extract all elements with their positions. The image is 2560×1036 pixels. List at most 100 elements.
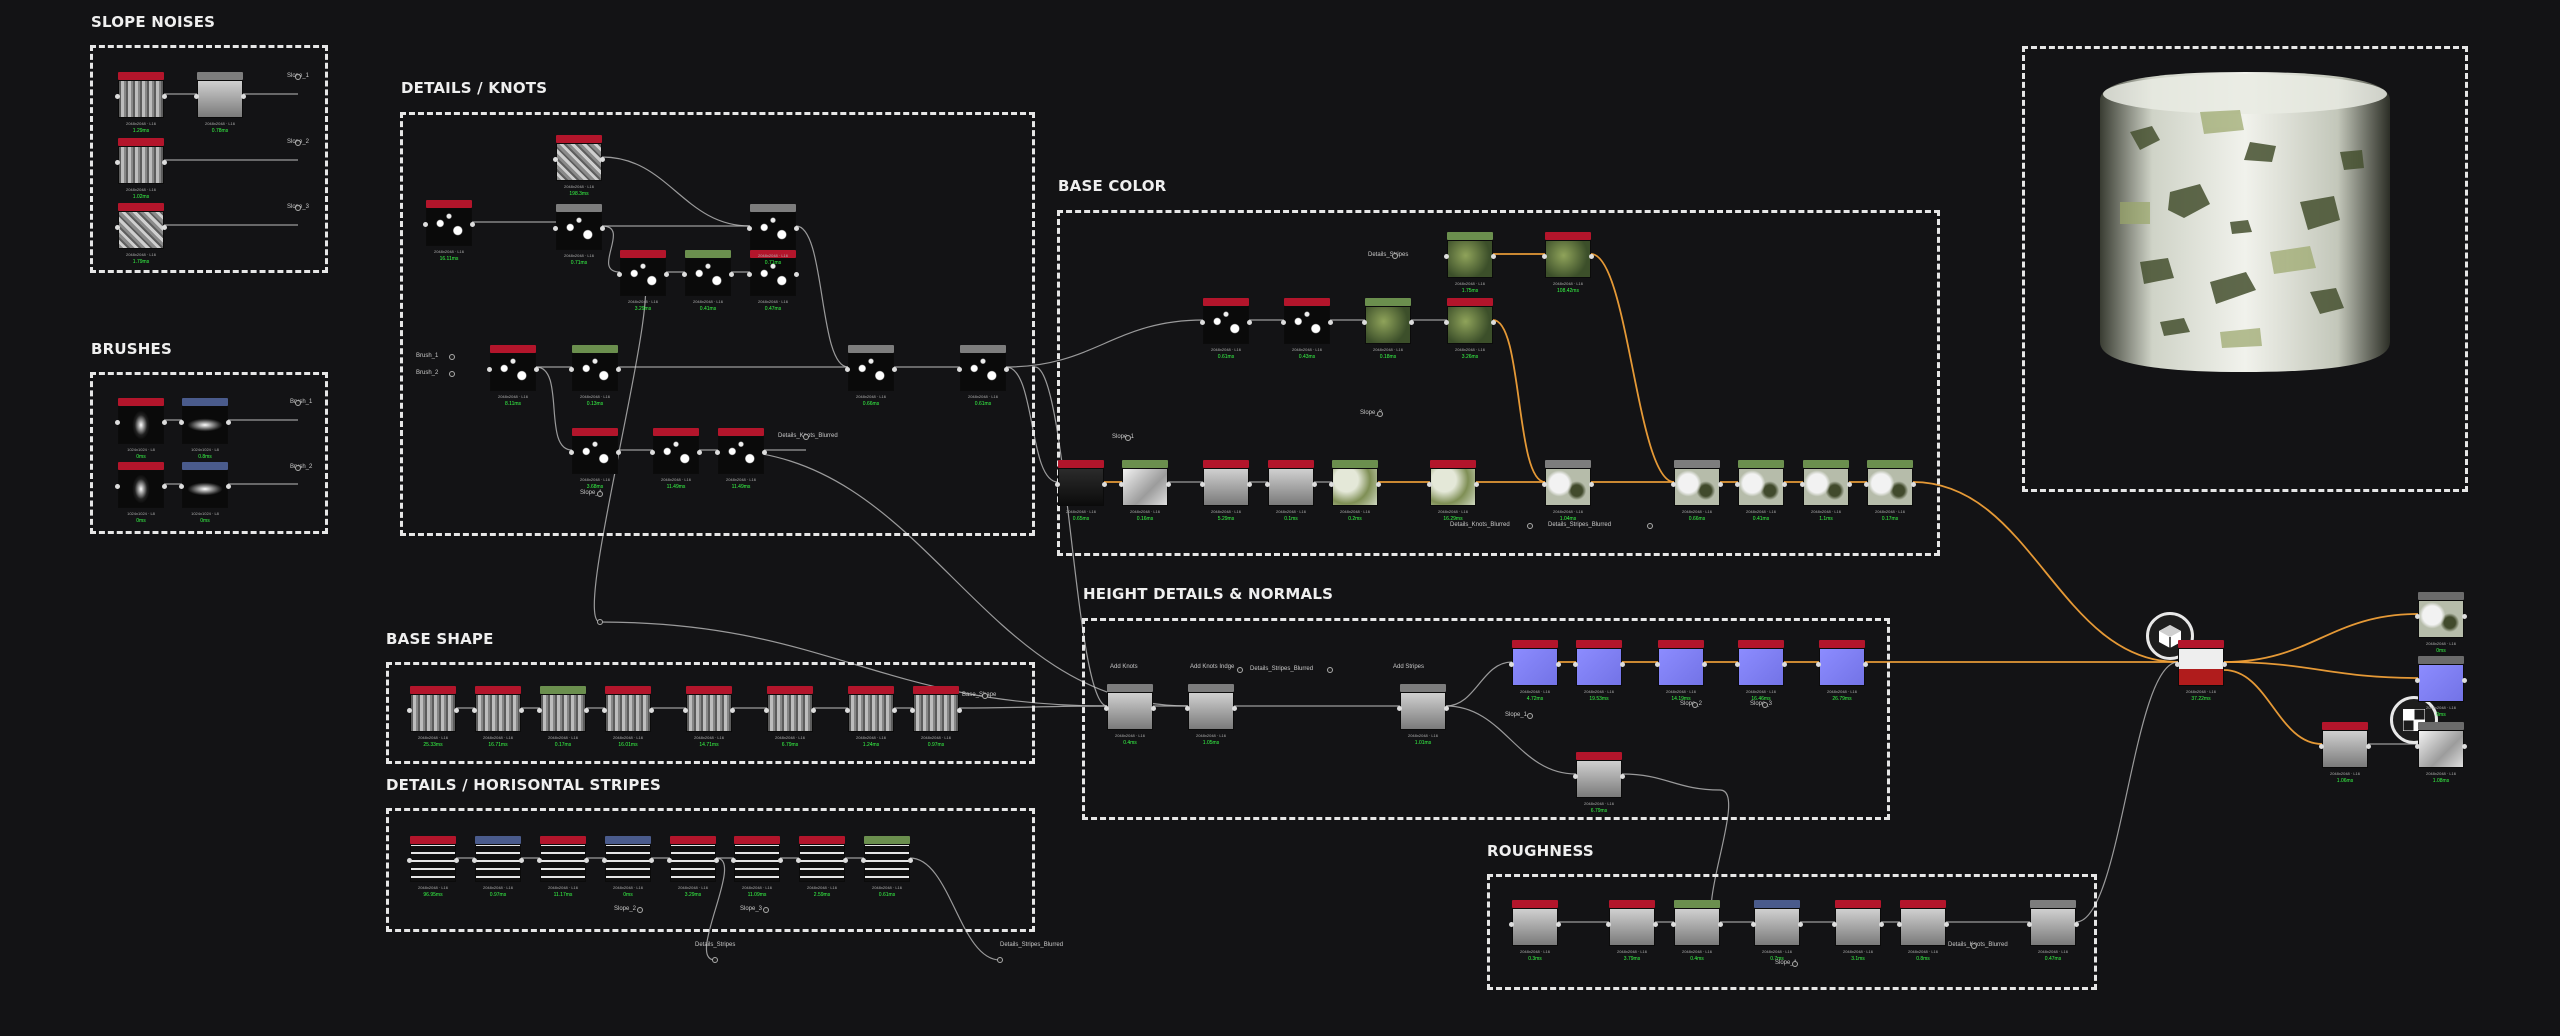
node-input-pin[interactable] <box>472 858 477 863</box>
node-input-pin[interactable] <box>1281 320 1286 325</box>
node-thumbnail[interactable] <box>475 694 521 732</box>
node-output-pin[interactable] <box>762 450 767 455</box>
node-output-pin[interactable] <box>843 858 848 863</box>
node-input-pin[interactable] <box>487 367 492 372</box>
node-output-pin[interactable] <box>892 367 897 372</box>
node-output-pin[interactable] <box>729 272 734 277</box>
link-reroute-dot[interactable] <box>295 205 301 211</box>
node-output-pin[interactable] <box>1247 320 1252 325</box>
node-output-pin[interactable] <box>1556 922 1561 927</box>
node-thumbnail[interactable] <box>572 353 618 391</box>
node-input-pin[interactable] <box>845 708 850 713</box>
node-input-pin[interactable] <box>1897 922 1902 927</box>
node-output-pin[interactable] <box>2222 662 2227 667</box>
node-header[interactable] <box>1900 900 1946 908</box>
node-input-pin[interactable] <box>650 450 655 455</box>
node-thumbnail[interactable] <box>718 436 764 474</box>
cube-icon[interactable] <box>2146 612 2194 660</box>
node-output-pin[interactable] <box>1444 706 1449 711</box>
node-link[interactable] <box>2223 613 2419 663</box>
node-thumbnail[interactable] <box>1365 306 1411 344</box>
node-input-pin[interactable] <box>1816 662 1821 667</box>
node-output-pin[interactable] <box>162 160 167 165</box>
node-output-pin[interactable] <box>616 450 621 455</box>
node-thumbnail[interactable] <box>197 80 243 118</box>
node-input-pin[interactable] <box>1362 320 1367 325</box>
node-output-pin[interactable] <box>226 420 231 425</box>
node-output-pin[interactable] <box>2462 614 2467 619</box>
node-header[interactable] <box>670 836 716 844</box>
node-thumbnail[interactable] <box>1738 468 1784 506</box>
node-header[interactable] <box>556 135 602 143</box>
node-header[interactable] <box>1545 460 1591 468</box>
node-input-pin[interactable] <box>747 272 752 277</box>
node-input-pin[interactable] <box>1573 662 1578 667</box>
node-header[interactable] <box>182 462 228 470</box>
node-output-pin[interactable] <box>162 484 167 489</box>
node-header[interactable] <box>864 836 910 844</box>
node-link[interactable] <box>1621 773 1721 791</box>
node-input-pin[interactable] <box>1200 320 1205 325</box>
link-reroute-dot[interactable] <box>1762 702 1768 708</box>
link-reroute-dot[interactable] <box>1377 411 1383 417</box>
node-input-pin[interactable] <box>569 450 574 455</box>
node-header[interactable] <box>410 836 456 844</box>
node-header[interactable] <box>118 72 164 80</box>
node-header[interactable] <box>653 428 699 436</box>
node-link[interactable] <box>909 857 1001 961</box>
node-output-pin[interactable] <box>1782 482 1787 487</box>
node-input-pin[interactable] <box>2415 614 2420 619</box>
node-thumbnail[interactable] <box>1609 908 1655 946</box>
node-output-pin[interactable] <box>600 226 605 231</box>
node-link[interactable] <box>705 857 726 961</box>
node-input-pin[interactable] <box>602 858 607 863</box>
node-input-pin[interactable] <box>957 367 962 372</box>
node-thumbnail[interactable] <box>1674 468 1720 506</box>
node-thumbnail[interactable] <box>1545 468 1591 506</box>
link-reroute-dot[interactable] <box>637 907 643 913</box>
node-header[interactable] <box>556 204 602 212</box>
node-header[interactable] <box>1284 298 1330 306</box>
node-output-pin[interactable] <box>519 858 524 863</box>
node-header[interactable] <box>1867 460 1913 468</box>
node-output-pin[interactable] <box>1847 482 1852 487</box>
link-reroute-dot[interactable] <box>597 491 603 497</box>
node-input-pin[interactable] <box>682 272 687 277</box>
node-input-pin[interactable] <box>1671 482 1676 487</box>
node-header[interactable] <box>1674 900 1720 908</box>
node-thumbnail[interactable] <box>734 844 780 882</box>
node-header[interactable] <box>1512 900 1558 908</box>
node-header[interactable] <box>2418 722 2464 730</box>
node-header[interactable] <box>490 345 536 353</box>
link-reroute-dot[interactable] <box>1125 435 1131 441</box>
node-thumbnail[interactable] <box>913 694 959 732</box>
node-thumbnail[interactable] <box>1188 692 1234 730</box>
node-header[interactable] <box>1447 232 1493 240</box>
node-output-pin[interactable] <box>1718 482 1723 487</box>
node-header[interactable] <box>1658 640 1704 648</box>
node-header[interactable] <box>1188 684 1234 692</box>
node-input-pin[interactable] <box>1509 922 1514 927</box>
node-thumbnail[interactable] <box>2418 664 2464 702</box>
node-thumbnail[interactable] <box>2030 908 2076 946</box>
node-output-pin[interactable] <box>2366 744 2371 749</box>
